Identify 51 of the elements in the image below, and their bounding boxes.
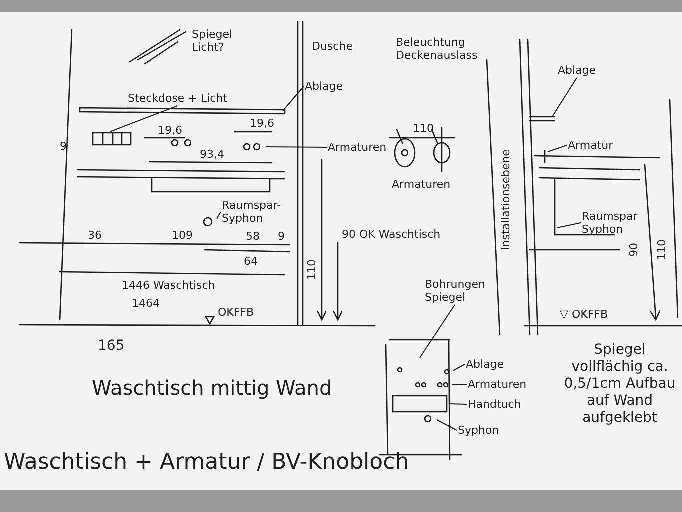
dimension-value: 19,6 — [250, 117, 274, 130]
callout-text: Armatur — [568, 139, 614, 152]
leader-line — [420, 304, 456, 358]
leader-line — [556, 222, 582, 229]
dimension-value: 64 — [244, 255, 258, 268]
title-text: Waschtisch + Armatur / BV-Knobloch — [4, 450, 410, 476]
handwritten-label: 90 OK Waschtisch — [342, 228, 441, 241]
dimension-value: 1464 — [132, 297, 160, 310]
handwritten-label: 1446 Waschtisch — [122, 279, 216, 292]
handwritten-label: Armaturen — [392, 178, 451, 191]
callout-text: Handtuch — [468, 398, 522, 411]
leader-line — [216, 212, 222, 220]
dimension-value: 109 — [172, 229, 193, 242]
dimension-value: 9 — [60, 140, 67, 153]
dimension-value: 110 — [413, 122, 434, 135]
callout-text: Ablage — [305, 80, 344, 93]
handwritten-label: Spiegel Licht? — [192, 28, 234, 54]
callout-text: Raumspar Syphon — [582, 210, 644, 236]
handwritten-label: OKFFB — [218, 306, 254, 319]
leader-line — [436, 420, 458, 431]
leader-line — [282, 86, 304, 112]
dimension-value: 36 — [88, 229, 102, 242]
dimension-value: 90 — [628, 243, 640, 257]
callout-text: Bohrungen Spiegel — [425, 278, 485, 304]
dimension-value: 19,6 — [158, 124, 182, 137]
handwritten-label: Beleuchtung Deckenauslass — [396, 36, 479, 62]
leader-line — [110, 105, 178, 133]
dimension-value: 165 — [98, 338, 125, 355]
callout-text: Armaturen — [328, 141, 387, 154]
dimension-value: 93,4 — [200, 148, 224, 161]
dimension-value: 110 — [656, 240, 668, 260]
handwritten-label: Installationsebene — [500, 150, 512, 250]
callout-text: Syphon — [458, 424, 500, 437]
dimension-value: 58 — [246, 230, 260, 243]
leader-line — [552, 78, 578, 116]
dimension-value: 110 — [306, 260, 318, 280]
leader-line — [266, 146, 327, 148]
handwritten-note: Waschtisch mittig Wand — [92, 376, 332, 400]
dimension-value: 9 — [278, 230, 285, 243]
leader-line — [448, 403, 468, 406]
handwritten-label: Dusche — [312, 40, 353, 53]
leader-line — [452, 384, 468, 386]
leader-line — [452, 364, 466, 372]
callout-text: Steckdose + Licht — [128, 92, 228, 105]
callout-text: Ablage — [558, 64, 596, 77]
leader-line — [548, 144, 568, 153]
callout-text: Raumspar-Syphon — [222, 199, 284, 225]
handwritten-note: Spiegel vollflächig ca. 0,5/1cm Aufbau auf Wand aufgeklebt — [563, 342, 677, 427]
callout-text: Armaturen — [468, 378, 527, 391]
callout-text: Ablage — [466, 358, 504, 371]
handwritten-label: ▽ OKFFB — [560, 308, 608, 321]
